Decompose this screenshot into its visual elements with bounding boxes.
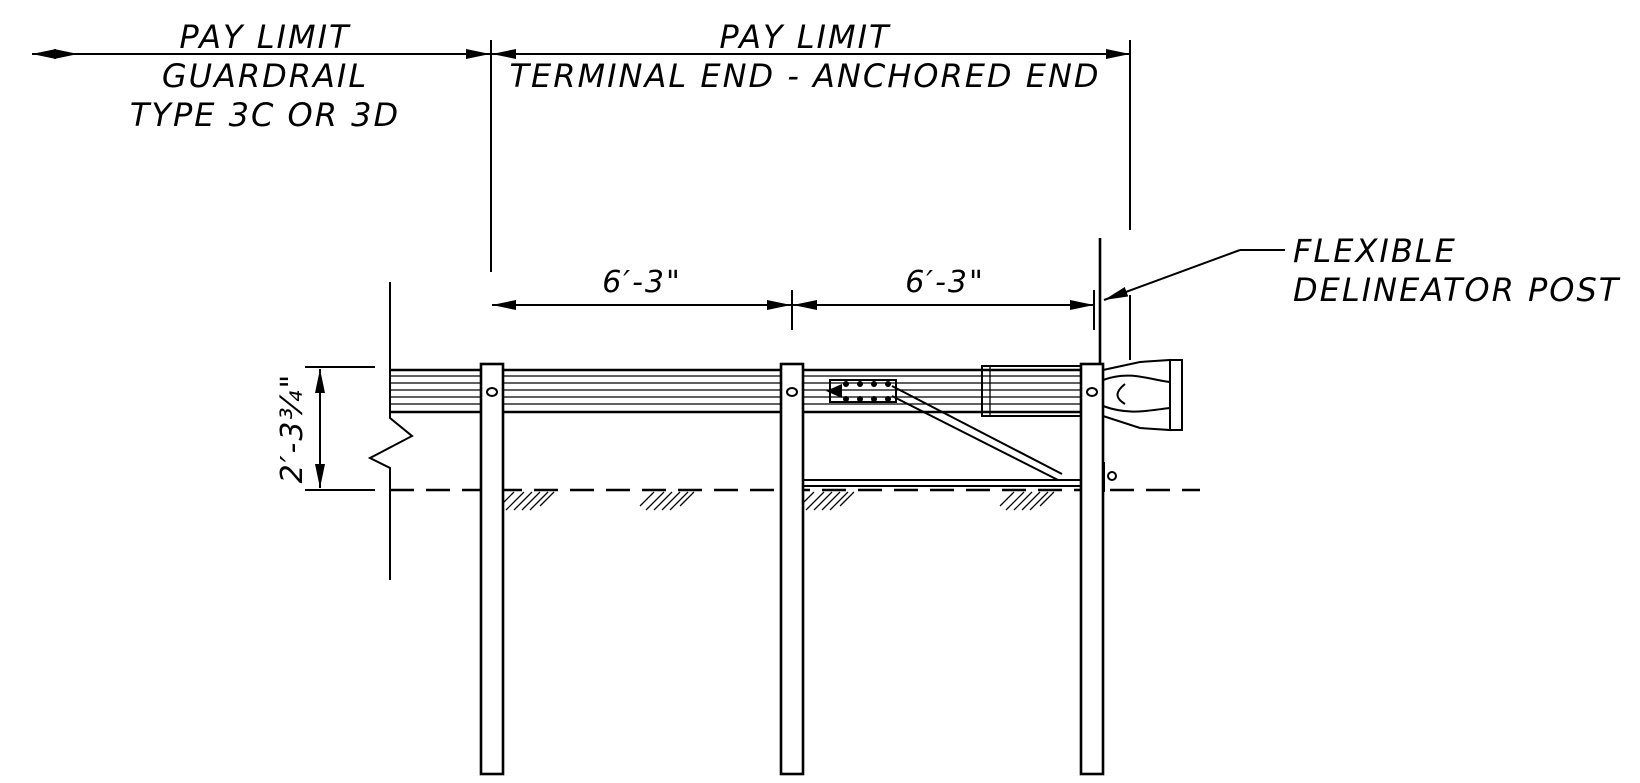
ground-strut [784,462,1117,492]
soil-hatches [499,491,1055,511]
double-arrow-head [54,49,78,59]
post-3-bolt [1086,387,1098,397]
break-line-zigzag [367,282,414,580]
soil-hatch-4 [999,491,1055,511]
cable-anchor [826,379,1063,481]
terminal-head-curve-2 [1102,405,1171,413]
pay-limit-left-label: PAY LIMIT [179,18,351,56]
soil-hatch-3 [799,491,855,511]
post-1 [479,362,505,776]
pay-limit-right-label: PAY LIMIT [719,18,891,56]
posts [479,362,1105,776]
anchor-cable [891,385,1063,475]
pay-limit-dimensions [32,40,1131,360]
terminal-head-curve-1 [1102,374,1171,383]
delineator-post-label: DELINEATOR POST [1293,271,1621,309]
terminal-end-label: TERMINAL END - ANCHORED END [509,57,1100,95]
post-3 [1079,362,1105,776]
post-2 [779,362,805,776]
soil-hatch-1 [499,491,555,511]
guardrail-beam [390,368,1088,414]
post-spacing-2-label: 6′-3" [905,265,985,300]
flexible-label: FLEXIBLE [1293,232,1457,270]
soil-hatch-2 [639,491,695,511]
rail-height-dimension [305,366,375,491]
delineator-callout [1103,249,1285,301]
post-2-bolt [786,387,798,397]
anchor-cable-2 [891,395,1059,481]
break-line [367,282,414,580]
guardrail-label: GUARDRAIL [162,57,368,95]
terminal-head-curve-3 [1116,383,1126,405]
terminal-head-outline [1102,358,1171,432]
end-sleeve [981,365,1089,417]
post-spacing-1-label: 6′-3" [602,265,682,300]
post-1-bolt [486,387,498,397]
callout-leader [1103,249,1241,301]
terminal-head-plate [1169,359,1183,431]
post-spacing-dimensions [492,290,1095,330]
rail-height-label: 2′-3¾" [275,373,310,484]
terminal-head [1102,358,1183,432]
strut-bolt [1107,471,1117,481]
guardrail-type-label: TYPE 3C OR 3D [130,96,400,134]
